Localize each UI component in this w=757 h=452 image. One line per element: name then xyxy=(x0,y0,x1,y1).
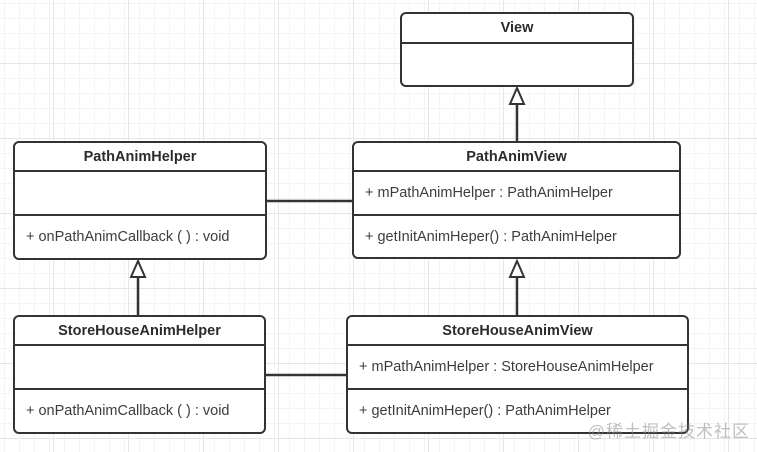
class-box-pathanimhelper: PathAnimHelper + onPathAnimCallback ( ) … xyxy=(13,141,267,260)
attributes-compartment xyxy=(15,172,265,216)
class-box-view: View xyxy=(400,12,634,87)
methods-compartment: + getInitAnimHeper() : PathAnimHelper xyxy=(365,228,617,245)
class-title: StoreHouseAnimView xyxy=(348,317,687,346)
inheritance-arrow-storehouseanimhelper-to-pathanimhelper xyxy=(129,258,147,315)
class-box-storehouseanimview: StoreHouseAnimView + mPathAnimHelper : S… xyxy=(346,315,689,434)
attributes-compartment: + mPathAnimHelper : PathAnimHelper xyxy=(354,172,679,216)
watermark-text: @稀土掘金技术社区 xyxy=(587,422,750,441)
attributes-compartment: + mPathAnimHelper : StoreHouseAnimHelper xyxy=(348,346,687,390)
class-title: StoreHouseAnimHelper xyxy=(15,317,264,346)
class-body-empty xyxy=(402,44,632,85)
methods-compartment: + onPathAnimCallback ( ) : void xyxy=(26,229,230,245)
class-box-pathanimview: PathAnimView + mPathAnimHelper : PathAni… xyxy=(352,141,681,259)
class-title: PathAnimView xyxy=(354,143,679,172)
class-title: PathAnimHelper xyxy=(15,143,265,172)
inheritance-arrow-storehouseanimview-to-pathanimview xyxy=(508,258,526,315)
methods-compartment: + onPathAnimCallback ( ) : void xyxy=(26,403,230,419)
inheritance-arrow-pathanimview-to-view xyxy=(508,85,526,141)
attributes-compartment xyxy=(15,346,264,390)
class-title: View xyxy=(402,14,632,44)
class-box-storehouseanimhelper: StoreHouseAnimHelper + onPathAnimCallbac… xyxy=(13,315,266,434)
methods-compartment: + getInitAnimHeper() : PathAnimHelper xyxy=(359,403,611,419)
